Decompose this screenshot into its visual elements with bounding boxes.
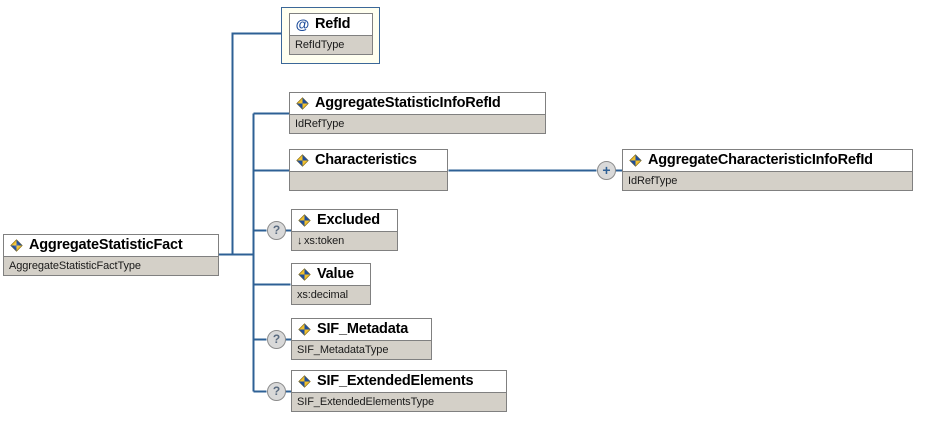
element-icon	[297, 213, 312, 228]
node-type-row: AggregateStatisticFactType	[4, 256, 218, 275]
node-name-text: SIF_Metadata	[317, 321, 409, 338]
node-type-text: SIF_ExtendedElementsType	[297, 395, 435, 408]
node-name-text: RefId	[315, 16, 351, 33]
node-type-text: SIF_MetadataType	[297, 343, 389, 356]
node-name-text: Value	[317, 266, 354, 283]
attribute-icon: @	[295, 16, 310, 32]
node-type-text: IdRefType	[628, 174, 678, 187]
node-type-text: xs:decimal	[297, 288, 348, 301]
element-icon	[297, 267, 312, 282]
marker-label: +	[602, 162, 611, 178]
marker-label: ?	[272, 223, 281, 237]
node-name-text: AggregateStatisticFact	[29, 237, 183, 254]
marker-label: ?	[272, 332, 281, 346]
element-icon	[628, 153, 643, 168]
node-type-text: xs:token	[304, 234, 345, 247]
occurrence-marker-expand-aggregatecharacteristicinforefid[interactable]: +	[597, 161, 616, 180]
occurrence-marker-optional-excluded[interactable]: ?	[267, 221, 286, 240]
node-type-row: RefIdType	[290, 35, 372, 54]
node-name-row: Excluded	[292, 210, 397, 231]
occurrence-marker-optional-sif-extendedelements[interactable]: ?	[267, 382, 286, 401]
node-characteristics[interactable]: Characteristics	[289, 149, 448, 191]
node-name-text: Excluded	[317, 212, 380, 229]
node-name-row: AggregateCharacteristicInfoRefId	[623, 150, 912, 171]
node-type-row: SIF_ExtendedElementsType	[292, 392, 506, 411]
node-type-row: IdRefType	[290, 114, 545, 133]
node-type-text: RefIdType	[295, 38, 345, 51]
node-name-row: SIF_ExtendedElements	[292, 371, 506, 392]
node-excluded[interactable]: Excluded ↓ xs:token	[291, 209, 398, 251]
node-type-row: ↓ xs:token	[292, 231, 397, 250]
node-name-text: AggregateCharacteristicInfoRefId	[648, 152, 873, 169]
node-name-row: Value	[292, 264, 370, 285]
element-icon	[295, 153, 310, 168]
node-refid[interactable]: @ RefId RefIdType	[289, 13, 373, 55]
element-icon	[295, 96, 310, 111]
node-value[interactable]: Value xs:decimal	[291, 263, 371, 305]
marker-label: ?	[272, 384, 281, 398]
node-sif-metadata[interactable]: SIF_Metadata SIF_MetadataType	[291, 318, 432, 360]
node-name-row: AggregateStatisticInfoRefId	[290, 93, 545, 114]
element-icon	[297, 322, 312, 337]
node-type-row: SIF_MetadataType	[292, 340, 431, 359]
node-type-text: IdRefType	[295, 117, 345, 130]
node-sif-extendedelements[interactable]: SIF_ExtendedElements SIF_ExtendedElement…	[291, 370, 507, 412]
node-name-row: SIF_Metadata	[292, 319, 431, 340]
occurrence-marker-optional-sif-metadata[interactable]: ?	[267, 330, 286, 349]
node-aggregatecharacteristicinforefid[interactable]: AggregateCharacteristicInfoRefId IdRefTy…	[622, 149, 913, 191]
node-name-text: SIF_ExtendedElements	[317, 373, 474, 390]
node-name-row: Characteristics	[290, 150, 447, 171]
restriction-arrow-icon: ↓	[297, 234, 303, 247]
node-name-row: AggregateStatisticFact	[4, 235, 218, 256]
node-type-row: IdRefType	[623, 171, 912, 190]
node-name-row: @ RefId	[290, 14, 372, 35]
node-type-row: xs:decimal	[292, 285, 370, 304]
element-icon	[9, 238, 24, 253]
node-type-row	[290, 171, 447, 190]
node-aggregatestatisticfact[interactable]: AggregateStatisticFact AggregateStatisti…	[3, 234, 219, 276]
node-name-text: AggregateStatisticInfoRefId	[315, 95, 501, 112]
node-aggregatestatisticinforefid[interactable]: AggregateStatisticInfoRefId IdRefType	[289, 92, 546, 134]
node-name-text: Characteristics	[315, 152, 417, 169]
node-type-text: AggregateStatisticFactType	[9, 259, 141, 272]
element-icon	[297, 374, 312, 389]
